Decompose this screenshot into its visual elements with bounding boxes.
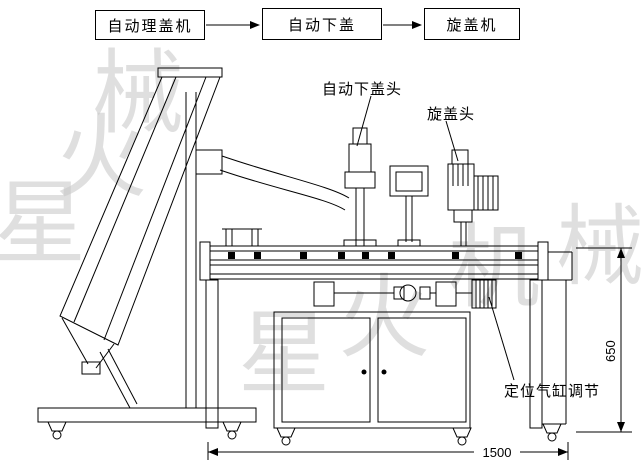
flow-box-auto-cap-drop: 自动下盖 [262, 8, 382, 40]
dimension-width: 1500 [207, 442, 569, 460]
positioning-assembly [313, 279, 497, 309]
dimension-width-value: 1500 [483, 445, 512, 460]
flow-arrow-right-icon [383, 21, 422, 29]
leader-capping-head [445, 120, 459, 162]
watermark-char: 星 [0, 173, 87, 275]
cap-drop-head [343, 127, 377, 247]
flow-arrow-right-icon [206, 21, 260, 29]
cap-elevator [59, 67, 350, 375]
dimension-height: 650 [576, 247, 632, 433]
watermark-char: 火 [55, 107, 148, 209]
leader-cap-drop-head [356, 95, 372, 147]
watermark-char: 星 [238, 303, 331, 405]
table-frame [205, 251, 573, 429]
control-display [389, 165, 429, 247]
cabinet [273, 311, 471, 429]
label-capping-head: 旋盖头 [427, 106, 476, 123]
elevator-stand [37, 92, 257, 423]
dimension-height-value: 650 [603, 340, 618, 362]
machine-feet [47, 421, 562, 446]
label-positioning-cylinder: 定位气缸调节 [504, 383, 601, 400]
capping-head [447, 149, 499, 246]
label-cap-drop-head: 自动下盖头 [322, 81, 403, 98]
flow-box-capper: 旋盖机 [424, 8, 520, 40]
flow-box-auto-cap-sorter: 自动理盖机 [95, 10, 205, 40]
watermark-char: 机 [448, 217, 541, 319]
conveyor [199, 228, 549, 281]
leader-positioning-cylinder [488, 296, 515, 381]
